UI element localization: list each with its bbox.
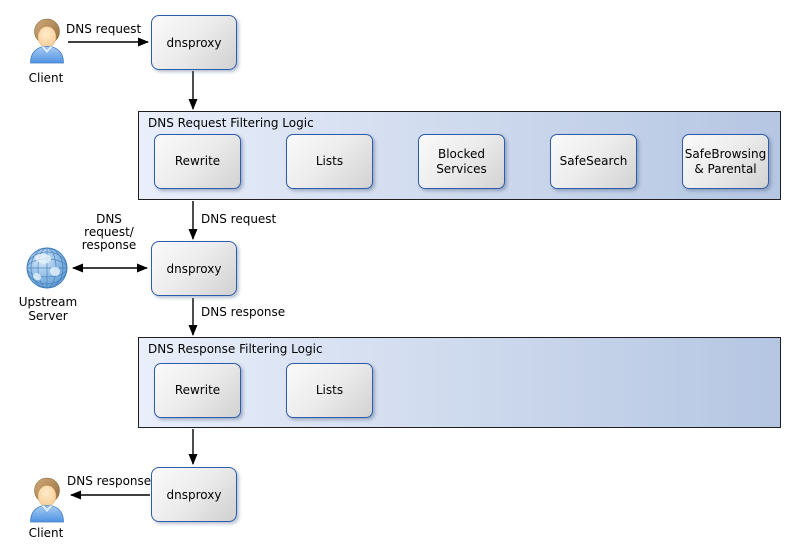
step-label: Lists <box>315 154 344 169</box>
step-request-safesearch: SafeSearch <box>550 134 637 189</box>
upstream-server-label: Upstream Server <box>4 295 92 323</box>
edge-label-dns-request-mid: DNS request <box>201 212 277 226</box>
person-icon <box>30 477 64 523</box>
step-response-lists: Lists <box>286 363 373 418</box>
edge-label-dns-response-mid: DNS response <box>201 305 286 319</box>
dnsproxy-node-2: dnsproxy <box>151 241 237 296</box>
client-bottom-icon <box>27 475 67 526</box>
edge-label-dns-response-bottom: DNS response <box>67 474 152 488</box>
step-label: SafeSearch <box>559 154 628 169</box>
dnsproxy-node-3: dnsproxy <box>151 467 237 522</box>
step-label: Lists <box>315 383 344 398</box>
dnsproxy-node-1-label: dnsproxy <box>166 35 222 50</box>
step-request-rewrite: Rewrite <box>154 134 241 189</box>
dns-response-filtering-container: DNS Response Filtering Logic Rewrite Lis… <box>138 337 781 428</box>
dnsproxy-node-1: dnsproxy <box>151 15 237 70</box>
step-request-lists: Lists <box>286 134 373 189</box>
dns-response-filtering-title: DNS Response Filtering Logic <box>148 342 323 356</box>
step-response-rewrite: Rewrite <box>154 363 241 418</box>
step-label: Rewrite <box>174 154 221 169</box>
upstream-server-icon <box>26 247 68 292</box>
dnsproxy-node-2-label: dnsproxy <box>166 261 222 276</box>
edge-label-line: request/ <box>84 225 134 239</box>
client-bottom-label: Client <box>28 526 64 540</box>
edge-label-line: DNS <box>96 212 122 226</box>
edge-label-upstream-exchange: DNS request/ response <box>64 213 154 252</box>
dns-request-filtering-container: DNS Request Filtering Logic Rewrite List… <box>138 111 781 200</box>
dnsproxy-node-3-label: dnsproxy <box>166 487 222 502</box>
step-label: SafeBrowsing & Parental <box>684 147 767 176</box>
step-label: Blocked Services <box>436 147 487 176</box>
edge-label-line: response <box>81 238 137 252</box>
step-request-blocked-services: Blocked Services <box>418 134 505 189</box>
person-icon <box>30 18 64 64</box>
globe-icon <box>26 247 68 289</box>
edge-label-dns-request-top: DNS request <box>66 22 142 36</box>
upstream-label-line2: Server <box>28 309 68 323</box>
dns-request-filtering-title: DNS Request Filtering Logic <box>148 116 314 130</box>
step-request-safebrowsing-parental: SafeBrowsing & Parental <box>682 134 769 189</box>
upstream-label-line1: Upstream <box>18 295 78 309</box>
client-top-icon <box>27 16 67 67</box>
client-top-label: Client <box>28 71 64 85</box>
step-label: Rewrite <box>174 383 221 398</box>
